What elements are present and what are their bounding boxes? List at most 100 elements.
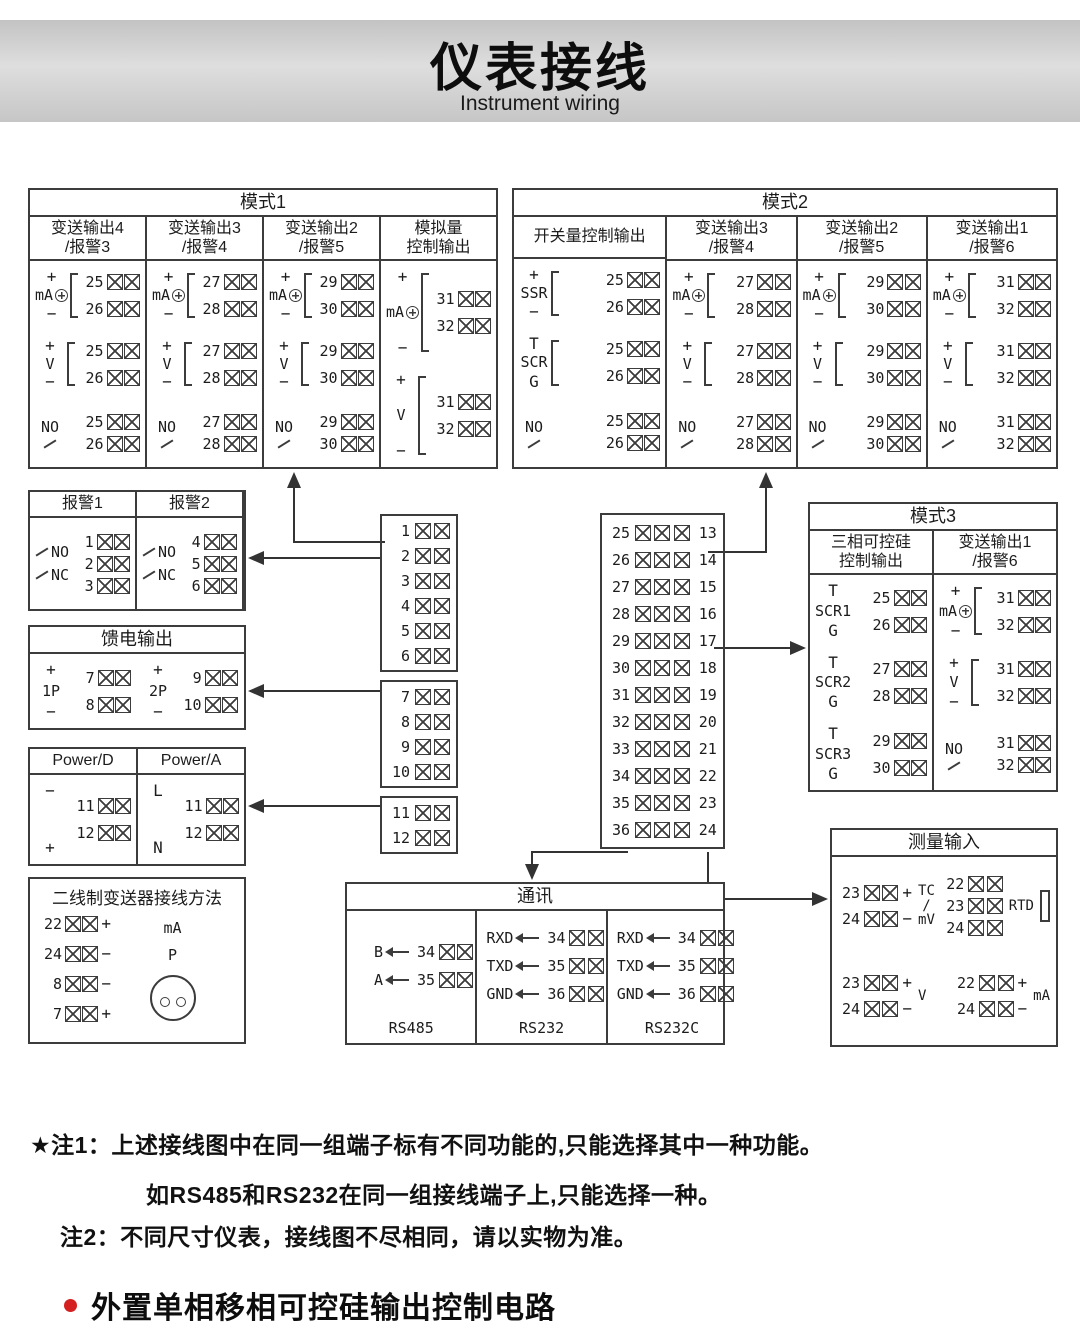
gate-g-sign: G xyxy=(828,764,838,783)
nc-label-group: NC xyxy=(35,567,69,583)
minus-sign: − xyxy=(682,372,693,392)
terminal-number: 26 xyxy=(85,300,104,319)
terminal-icon xyxy=(635,605,651,622)
switch-output-column: 开关量控制输出 + SSR − 25 26 T SCR G xyxy=(514,217,668,467)
minus-sign: − xyxy=(46,303,57,323)
no-label: NO xyxy=(944,739,964,758)
terminal-number: 26 xyxy=(605,367,624,386)
terminal-icon xyxy=(415,763,431,780)
plus-sign: + xyxy=(153,660,163,679)
terminal-icon xyxy=(635,794,651,811)
minus-sign: − xyxy=(529,302,539,322)
wire-bracket xyxy=(304,273,313,318)
plus-sign: + xyxy=(944,267,955,287)
terminal-icon xyxy=(124,301,140,318)
v-label: V xyxy=(45,354,55,373)
signal-signs: + V − xyxy=(803,330,833,399)
scr-output-section: T SCR G 25 26 xyxy=(514,328,665,397)
terminal-icon xyxy=(904,435,921,452)
terminal-icon xyxy=(221,555,237,572)
terminal-icon xyxy=(757,274,774,291)
minus-sign: − xyxy=(396,441,406,460)
terminal-icon xyxy=(434,713,451,730)
alarm-contact-section: NO NC 1 2 3 xyxy=(30,518,135,609)
terminal-row: 27 xyxy=(732,342,791,360)
tc-rows: 23+24− xyxy=(838,884,912,928)
terminal-icon xyxy=(904,342,921,359)
current-rows: 22+24− xyxy=(953,974,1027,1018)
terminal-number: 7 xyxy=(85,668,95,687)
power-a-section: L N 11 12 xyxy=(138,775,244,864)
terminal-icon xyxy=(997,1001,1014,1017)
terminal-group: 25 26 xyxy=(602,271,661,317)
signal-signs: + V − xyxy=(933,330,963,399)
terminal-row: 24− xyxy=(838,910,912,928)
ma-label: mA xyxy=(672,286,691,305)
measure-bottom: 23+24− V 22+24− mA xyxy=(838,955,1050,1037)
terminal-icon xyxy=(887,435,904,452)
red-bullet-icon xyxy=(64,1298,77,1312)
current-source-icon xyxy=(692,289,706,303)
terminal-number: 34 xyxy=(547,929,566,947)
terminal-icon xyxy=(757,369,774,386)
terminal-number: 23 xyxy=(946,897,965,915)
terminal-number: 34 xyxy=(416,943,435,961)
terminal-icon xyxy=(911,732,927,749)
terminal-number: 26 xyxy=(605,298,624,317)
terminal-icon xyxy=(106,435,123,452)
terminal-row: 27 xyxy=(732,273,791,291)
terminal-number: 31 xyxy=(996,412,1015,431)
terminal-number: 23 xyxy=(841,974,860,992)
terminal-group: 27 28 xyxy=(732,273,791,318)
terminal-icon xyxy=(223,342,240,359)
terminal-number: 24 xyxy=(957,1000,976,1018)
terminal-icon xyxy=(1035,661,1051,678)
terminal-icon xyxy=(434,547,451,564)
terminal-row: 26 xyxy=(602,298,661,317)
terminal-icon xyxy=(893,688,910,705)
scr-circuit-heading-text: 外置单相移相可控硅输出控制电路 xyxy=(91,1292,556,1325)
terminal-number: 30 xyxy=(319,434,338,453)
signal-signs: T SCR G xyxy=(519,328,549,397)
terminal-icon xyxy=(673,686,690,703)
signal-signs: − + xyxy=(35,775,65,864)
terminal-icon xyxy=(475,394,491,411)
minus-sign: − xyxy=(684,303,694,323)
terminal-icon xyxy=(635,767,651,784)
twowire-side: mA P xyxy=(111,915,234,1023)
plus-sign: + xyxy=(45,335,55,355)
terminal-number: 33 xyxy=(611,739,630,758)
signal-signs: + V − xyxy=(152,330,182,399)
terminal-icon xyxy=(979,1001,996,1017)
wire-bracket xyxy=(70,273,79,318)
terminal-icon xyxy=(986,898,1003,914)
terminal-group: 29 30 xyxy=(869,732,927,777)
ssr-output-section: + SSR − 25 26 xyxy=(514,259,665,328)
terminal-icon xyxy=(587,986,604,1002)
terminal-row: 1 xyxy=(72,533,130,551)
terminal-row: 28 xyxy=(732,300,791,318)
p-label: P xyxy=(168,946,178,964)
terminal-number: 25 xyxy=(611,523,630,542)
terminal-row: 27 xyxy=(869,660,927,678)
terminal-icon xyxy=(774,274,791,291)
terminal-icon xyxy=(1017,661,1034,678)
minus-sign: − xyxy=(944,303,955,323)
terminal-row: 30 18 xyxy=(608,654,717,681)
terminal-number: 7 xyxy=(52,1005,62,1023)
terminal-number: 29 xyxy=(866,273,885,292)
ma-label: mA xyxy=(152,286,171,305)
terminal-icon xyxy=(457,291,474,308)
scr-name: SCR2 xyxy=(815,673,852,692)
terminal-row: 28 xyxy=(732,435,791,453)
terminal-group: 31 32 xyxy=(433,290,491,335)
column-header: 变送输出1 /报警6 xyxy=(927,217,1057,262)
terminal-icon xyxy=(82,976,99,992)
signal-signs: + mA − xyxy=(269,261,303,330)
terminal-icon xyxy=(882,1001,899,1017)
terminal-row: 9 xyxy=(180,669,238,687)
